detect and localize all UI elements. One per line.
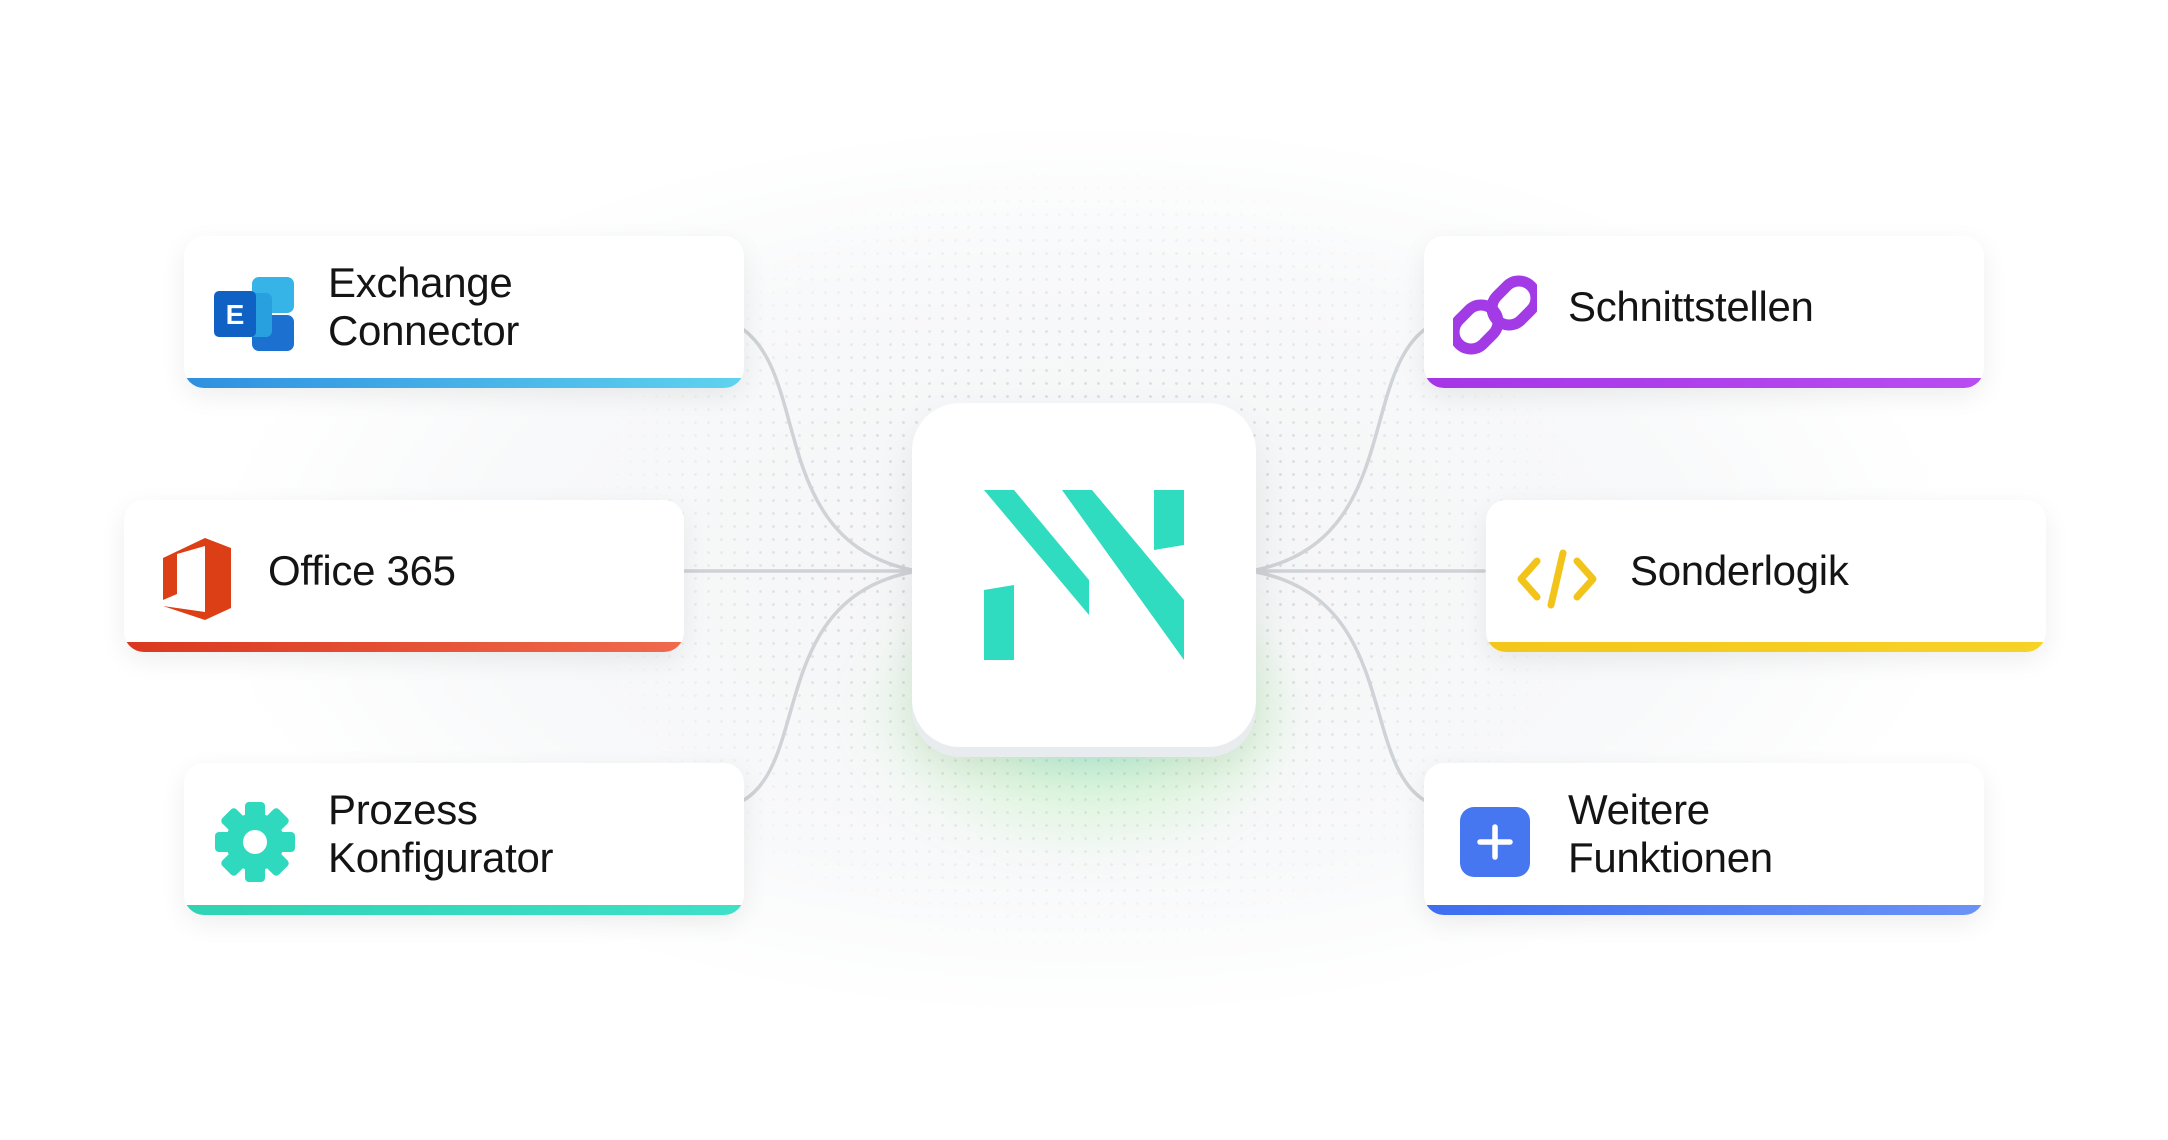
card-label: Schnittstellen xyxy=(1568,283,1814,330)
card-exchange-connector[interactable]: E Exchange Connector xyxy=(184,236,744,388)
card-label: Sonderlogik xyxy=(1630,547,1849,594)
card-office-365[interactable]: Office 365 xyxy=(124,500,684,652)
nx-logo-icon xyxy=(984,490,1184,660)
card-weitere-funktionen[interactable]: Weitere Funktionen xyxy=(1424,763,1984,915)
connector-schnitt xyxy=(1254,328,1426,572)
accent-bar xyxy=(1424,905,1984,915)
exchange-icon: E xyxy=(212,272,298,358)
plus-icon xyxy=(1452,799,1538,885)
connector-exchange xyxy=(742,328,914,572)
hub-logo-tile[interactable] xyxy=(912,403,1256,747)
gear-icon xyxy=(212,799,298,885)
accent-bar xyxy=(124,642,684,652)
connector-prozess xyxy=(742,570,914,802)
accent-bar xyxy=(1424,378,1984,388)
card-label: Exchange Connector xyxy=(328,259,520,354)
card-label: Office 365 xyxy=(268,547,456,594)
accent-bar xyxy=(184,905,744,915)
card-label: Prozess Konfigurator xyxy=(328,786,554,881)
code-icon xyxy=(1514,536,1600,622)
card-label: Weitere Funktionen xyxy=(1568,786,1773,881)
svg-text:E: E xyxy=(226,299,245,330)
link-icon xyxy=(1452,272,1538,358)
accent-bar xyxy=(184,378,744,388)
card-prozess-konfigurator[interactable]: Prozess Konfigurator xyxy=(184,763,744,915)
office-icon xyxy=(152,536,238,622)
card-sonderlogik[interactable]: Sonderlogik xyxy=(1486,500,2046,652)
accent-bar xyxy=(1486,642,2046,652)
connector-weitere xyxy=(1254,570,1426,802)
card-schnittstellen[interactable]: Schnittstellen xyxy=(1424,236,1984,388)
